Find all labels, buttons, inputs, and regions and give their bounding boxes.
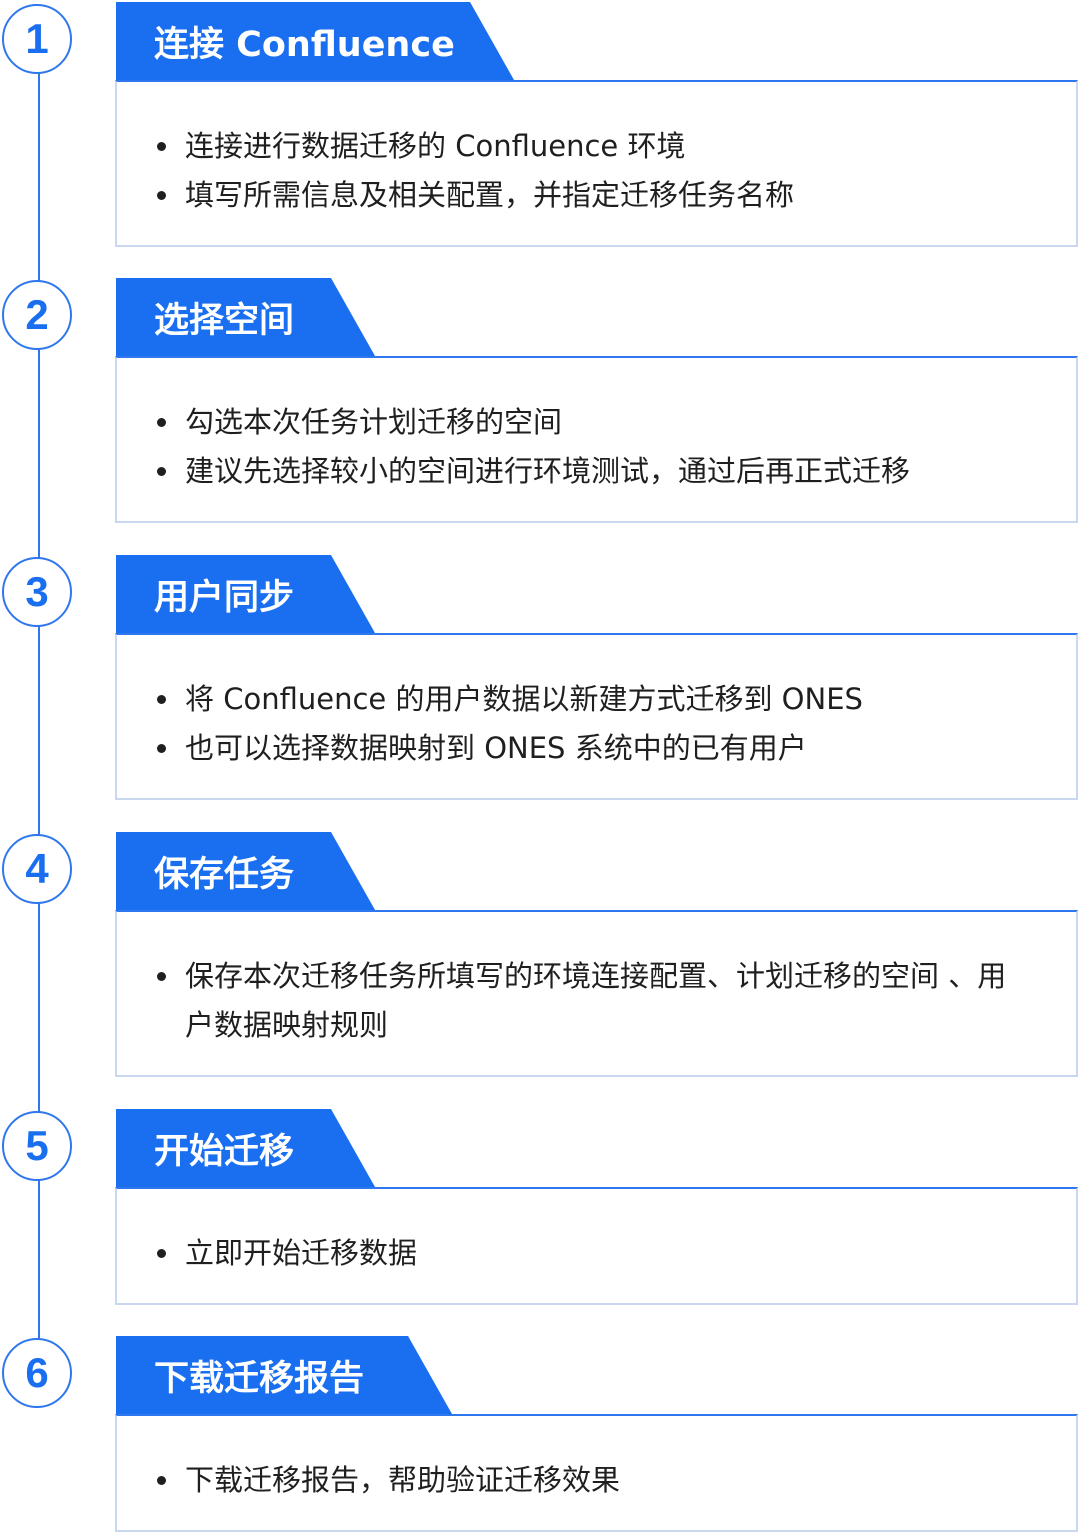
- step-title-tab: 保存任务: [116, 832, 375, 910]
- step-number-badge: 1: [2, 4, 72, 74]
- step-bullet: 下载迁移报告，帮助验证迁移效果: [117, 1456, 1076, 1505]
- step-bullet: 也可以选择数据映射到 ONES 系统中的已有用户: [117, 724, 1076, 773]
- step-card: 下载迁移报告，帮助验证迁移效果: [115, 1414, 1078, 1532]
- step-bullet: 勾选本次任务计划迁移的空间: [117, 398, 1076, 447]
- step-bullet: 建议先选择较小的空间进行环境测试，通过后再正式迁移: [117, 447, 1076, 496]
- step-title-tab: 连接 Confluence: [116, 2, 514, 80]
- step-bullet: 填写所需信息及相关配置，并指定迁移任务名称: [117, 171, 1076, 220]
- step-bullet: 立即开始迁移数据: [117, 1229, 1076, 1278]
- step-title-tab: 开始迁移: [116, 1109, 375, 1187]
- step-bullet: 将 Confluence 的用户数据以新建方式迁移到 ONES: [117, 675, 1076, 724]
- step-number-badge: 2: [2, 280, 72, 350]
- step-number-badge: 6: [2, 1338, 72, 1408]
- step-card: 连接进行数据迁移的 Confluence 环境 填写所需信息及相关配置，并指定迁…: [115, 80, 1078, 247]
- step-title-tab: 用户同步: [116, 555, 375, 633]
- step-card: 立即开始迁移数据: [115, 1187, 1078, 1305]
- step-number-badge: 3: [2, 557, 72, 627]
- step-title-tab: 下载迁移报告: [116, 1336, 452, 1414]
- step-card: 将 Confluence 的用户数据以新建方式迁移到 ONES 也可以选择数据映…: [115, 633, 1078, 800]
- step-title-tab: 选择空间: [116, 278, 375, 356]
- timeline-line: [38, 40, 40, 1370]
- step-number-badge: 4: [2, 834, 72, 904]
- step-card: 保存本次迁移任务所填写的环境连接配置、计划迁移的空间 、用户数据映射规则: [115, 910, 1078, 1077]
- step-number-badge: 5: [2, 1111, 72, 1181]
- step-bullet: 保存本次迁移任务所填写的环境连接配置、计划迁移的空间 、用户数据映射规则: [117, 952, 1076, 1050]
- step-card: 勾选本次任务计划迁移的空间 建议先选择较小的空间进行环境测试，通过后再正式迁移: [115, 356, 1078, 523]
- step-bullet: 连接进行数据迁移的 Confluence 环境: [117, 122, 1076, 171]
